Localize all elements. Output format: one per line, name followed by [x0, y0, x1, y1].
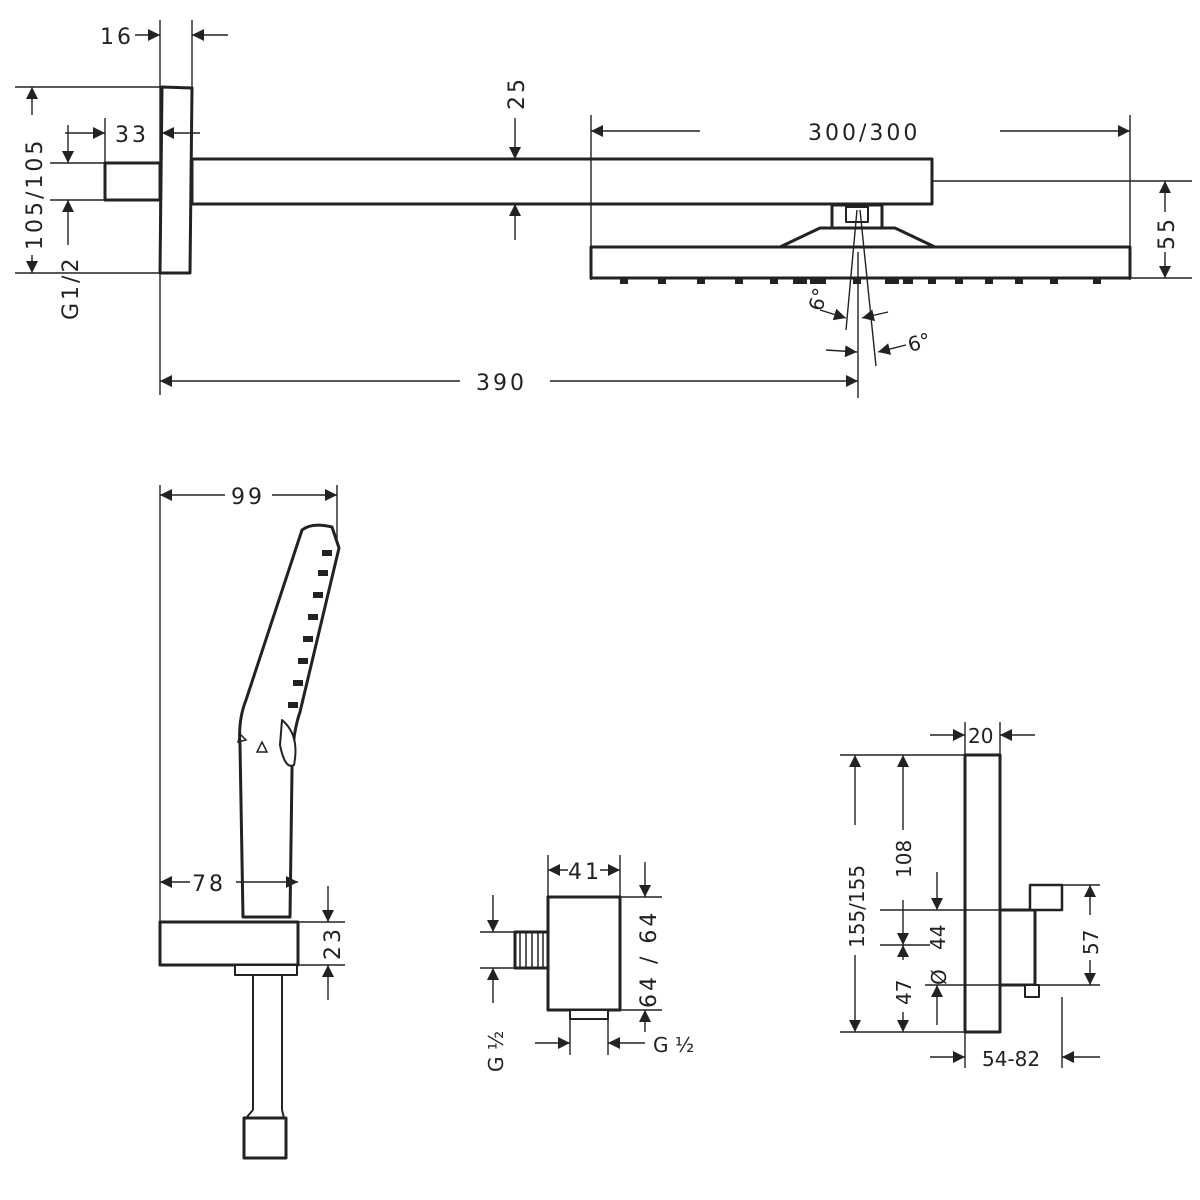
dim-upper: 108 — [892, 840, 916, 878]
shower-head — [589, 245, 1132, 280]
dim-arm-height: 25 — [505, 76, 530, 110]
dim-thermostat-projection: 54-82 — [982, 1047, 1040, 1071]
dim-outlet-width: 41 — [568, 860, 602, 885]
thermostat-plate — [963, 753, 1002, 1034]
overhead-shower-view: 16 33 G1/2 105/105 25 300/300 55 6° — [15, 20, 1192, 398]
hand-shower-view: 99 78 23 — [158, 485, 346, 1160]
thermostat-view: 20 155/155 108 44 47 Ø 57 54-82 — [840, 722, 1103, 1071]
dim-middle: 44 — [926, 925, 950, 950]
dim-thread-length: 33 — [115, 123, 149, 148]
dim-thermostat-plate: 155/155 — [845, 865, 869, 948]
inlet-thread — [103, 161, 162, 202]
dim-plate-size: 105/105 — [23, 138, 48, 250]
shower-holder — [158, 920, 300, 967]
dim-body-height: 57 — [1079, 930, 1103, 955]
dim-head-size: 300/300 — [808, 121, 920, 146]
dim-head-height: 55 — [1155, 216, 1180, 250]
outlet-body — [546, 895, 622, 1012]
hand-shower — [238, 523, 341, 919]
dim-plate-depth: 16 — [100, 25, 134, 50]
wall-outlet-view: 41 64 / 64 G ½ G ½ — [480, 855, 694, 1072]
dim-lower: 47 — [892, 980, 916, 1005]
dim-thread-bottom: G ½ — [653, 1033, 694, 1057]
hose-nut — [242, 1116, 288, 1160]
shower-arm — [190, 157, 934, 206]
hand-shower-nozzles — [288, 550, 332, 708]
thermostat-body — [998, 908, 1037, 987]
dim-holder-height: 23 — [321, 926, 346, 960]
dim-hand-width: 99 — [231, 485, 265, 510]
dim-thread-side: G ½ — [484, 1031, 508, 1072]
dim-diameter: Ø — [927, 969, 951, 985]
nozzles — [620, 278, 1101, 284]
dim-thread: G1/2 — [59, 256, 84, 320]
dim-projection: 390 — [476, 371, 527, 396]
dim-outlet-size: 64 / 64 — [637, 910, 662, 1008]
dim-angle-right: 6° — [905, 328, 933, 357]
dim-angle-left: 6° — [804, 285, 833, 313]
dim-holder-offset: 78 — [192, 872, 226, 897]
dim-plate-depth: 20 — [968, 724, 993, 748]
wall-plate — [158, 85, 194, 275]
head-joint — [778, 226, 937, 249]
